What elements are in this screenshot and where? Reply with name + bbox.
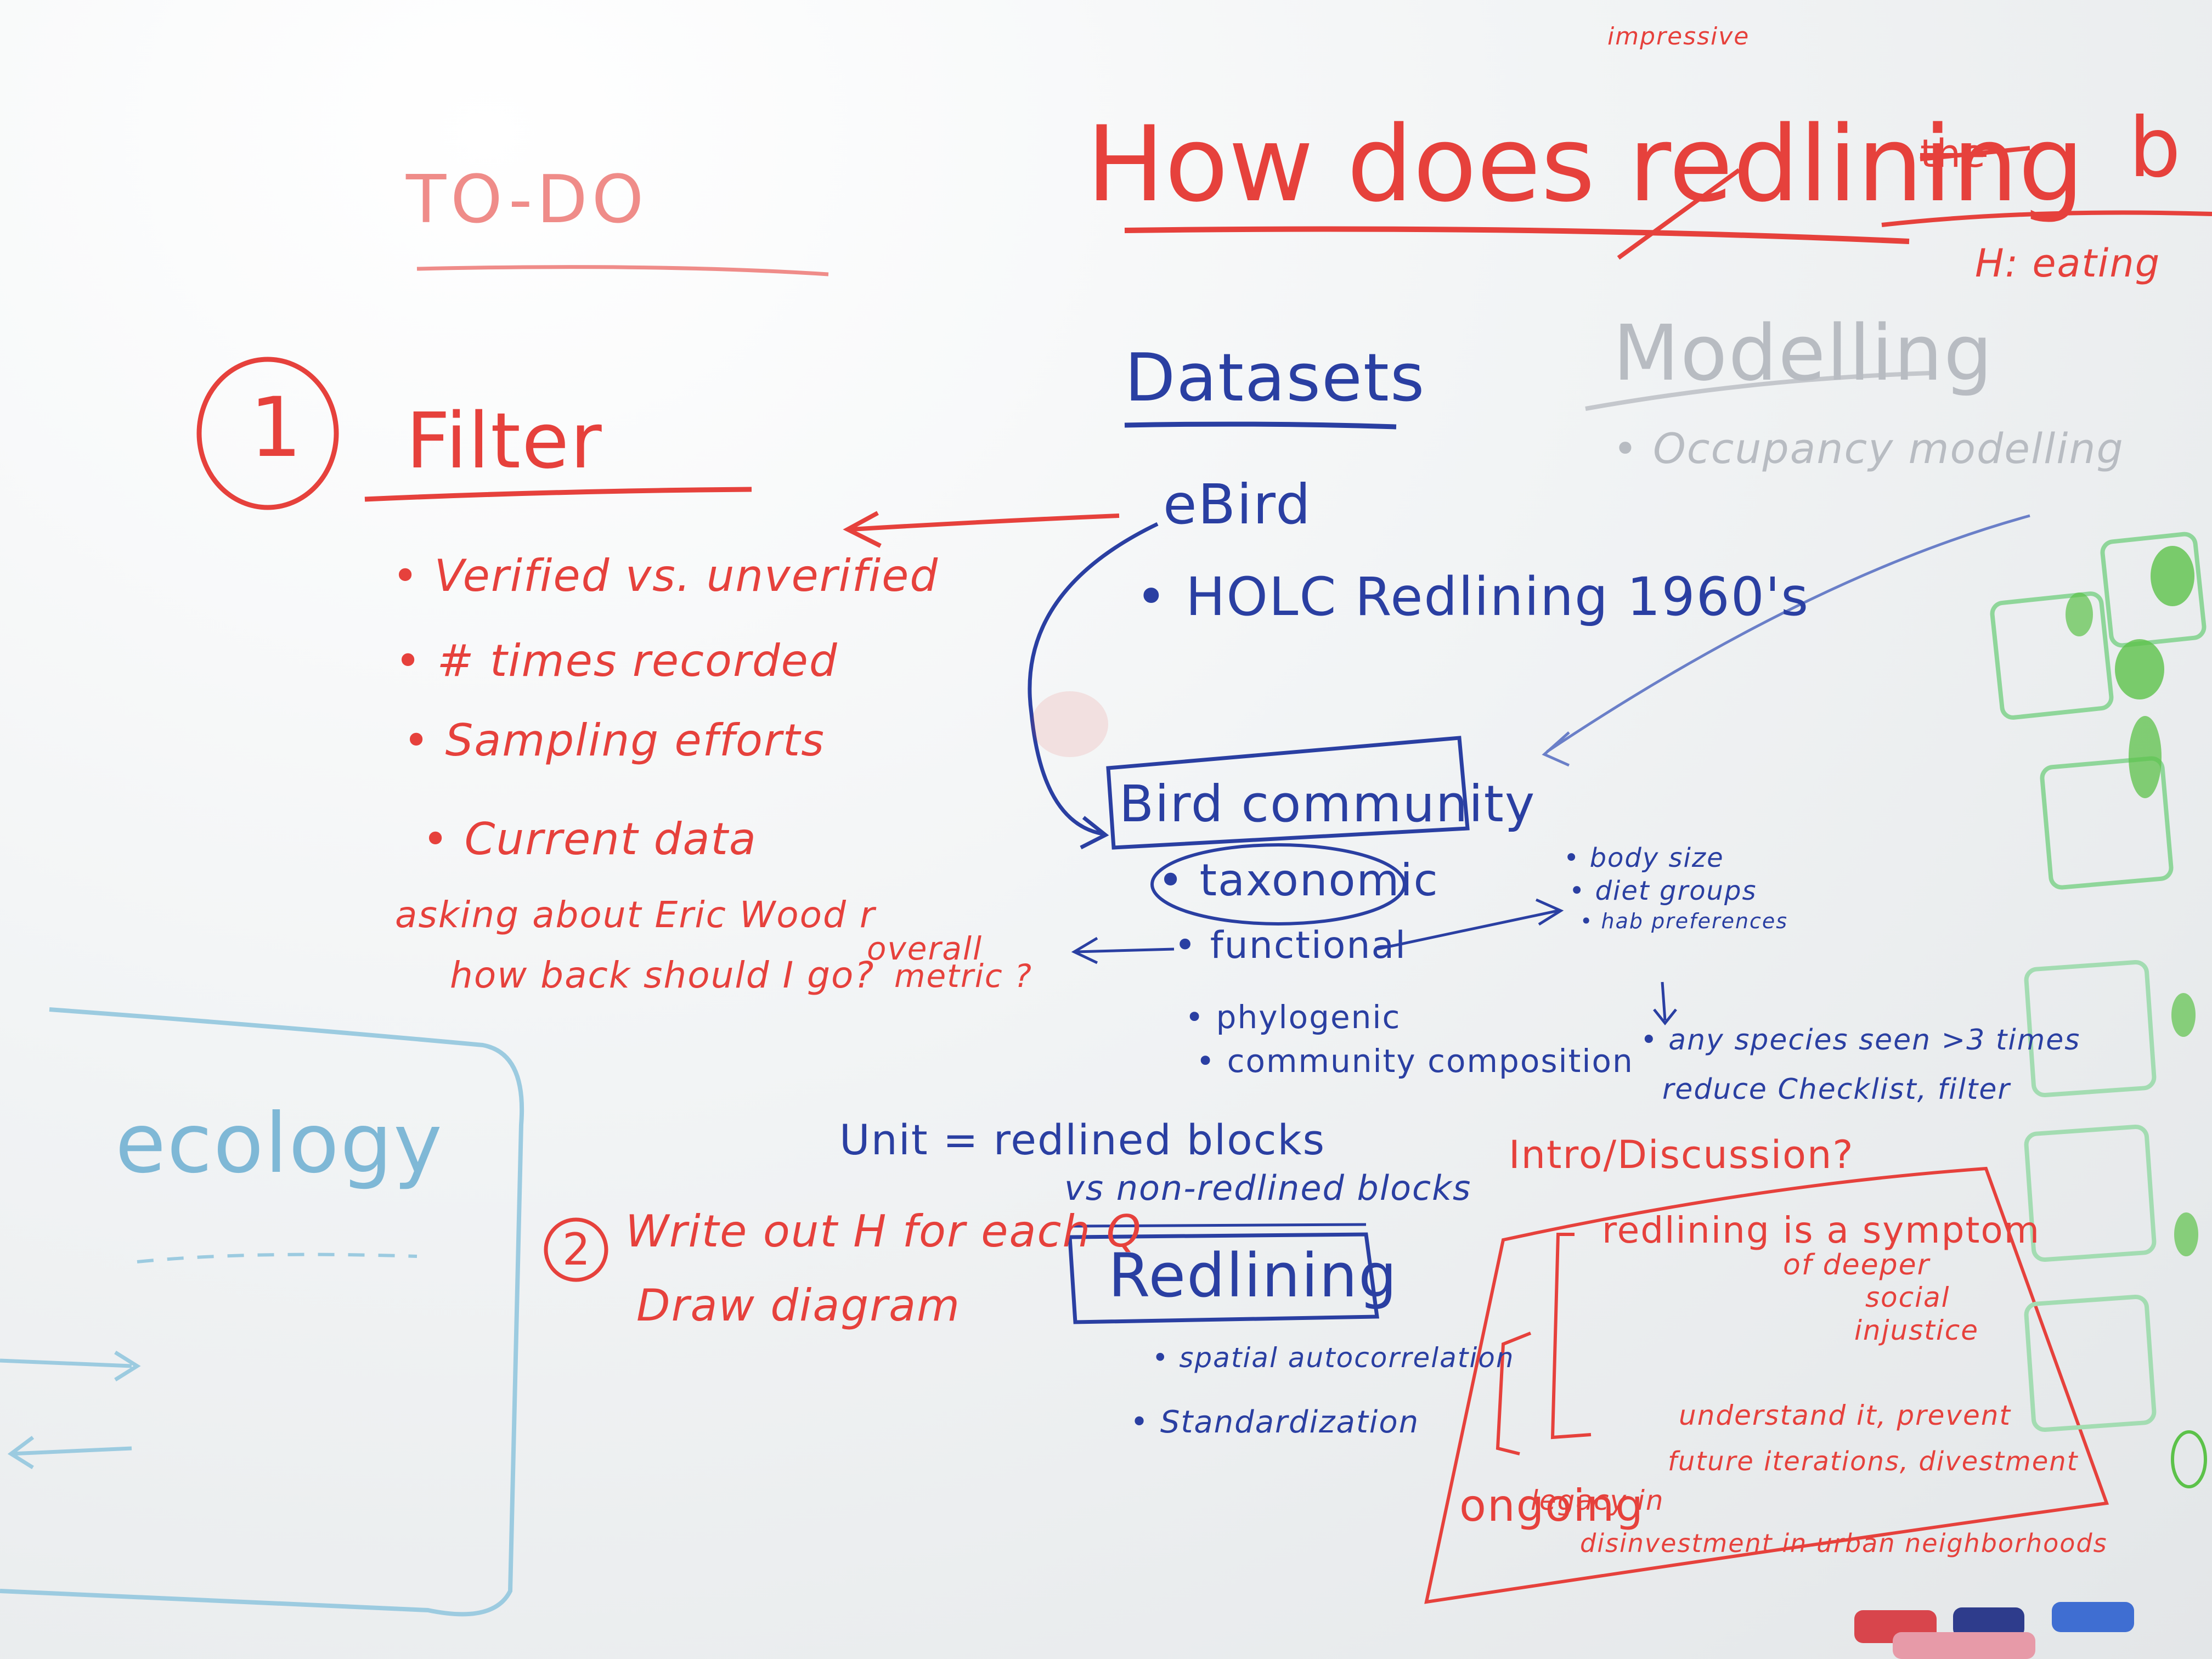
sticky-note-icon [2100, 532, 2207, 648]
community-item: • phylogenic [1185, 998, 1401, 1036]
arrow-left-icon [1075, 947, 1175, 953]
bird-community-box [1106, 736, 1470, 850]
asking-note: how back should I go? [450, 954, 875, 996]
title-cut-word: b [2129, 100, 2182, 196]
intro-line: of deeper [1783, 1249, 1931, 1282]
datasets-heading: Datasets [1125, 340, 1426, 416]
intro-heading: Intro/Discussion? [1509, 1132, 1854, 1177]
unit-line: Unit = redlined blocks [839, 1115, 1326, 1164]
intro-discussion-box [1424, 1166, 2109, 1604]
step2-circle [544, 1217, 608, 1282]
title-strike [1617, 168, 1741, 260]
asking-note: asking about Eric Wood r [395, 894, 876, 936]
community-item: • functional [1174, 924, 1407, 967]
sticky-note-icon [2024, 1294, 2157, 1432]
overall-metric: metric ? [894, 957, 1032, 995]
overall-metric: overall [867, 930, 983, 967]
title-underline-right [1881, 210, 2212, 227]
hypothesis-cut: H: eating [1975, 241, 2161, 286]
curved-arrow-icon [1028, 522, 1159, 836]
step1-circle [196, 357, 339, 510]
sticky-note-icon [2040, 756, 2174, 890]
intro-line: disinvestment in urban neighborhoods [1580, 1528, 2108, 1558]
intro-line: injustice [1854, 1314, 1979, 1346]
datasets-underline [1124, 421, 1397, 430]
intro-line: redlining is a symptom [1602, 1209, 2041, 1251]
modelling-item: • Occupancy modelling [1613, 424, 2124, 473]
unit-line: vs non-redlined blocks [1064, 1168, 1472, 1208]
step2-number: 2 [562, 1224, 591, 1275]
filter-heading: Filter [406, 397, 603, 486]
step2-line: Draw diagram [636, 1280, 961, 1331]
curved-arrow-icon [1546, 514, 2030, 753]
step1-number: 1 [250, 380, 303, 476]
word-strike [1920, 146, 2030, 161]
species-note: • any species seen >3 times [1640, 1024, 2081, 1057]
bracket-icon [1550, 1233, 1592, 1440]
filter-item: • Sampling efforts [403, 715, 825, 766]
species-note: reduce Checklist, filter [1662, 1073, 2011, 1106]
trait-item: • body size [1564, 843, 1724, 873]
dataset-item: • HOLC Redlining 1960's [1136, 566, 1810, 628]
taxonomic-circle [1150, 843, 1406, 926]
redlining-label: Redlining [1108, 1240, 1398, 1311]
community-item: • community composition [1196, 1042, 1634, 1080]
bracket-icon [1496, 1331, 1532, 1455]
arrow-left-icon [850, 514, 1120, 532]
todo-heading: TO-DO [406, 162, 648, 238]
sticky-note-icon [1990, 591, 2114, 720]
page-title: How does redlining [1086, 104, 2085, 225]
ongoing-label: ongoing [1459, 1480, 1645, 1531]
title-struck-word: the [1920, 131, 1987, 176]
ecology-label: ecology [115, 1096, 443, 1192]
sticky-note-icon [2024, 1124, 2157, 1262]
modelling-underline [1585, 371, 1932, 411]
todo-underline [416, 265, 829, 276]
redlining-item: • Standardization [1130, 1404, 1420, 1440]
marker-cap-pink [1893, 1632, 2035, 1659]
trait-item: • hab preferences [1580, 909, 1788, 933]
intro-line: legacy in [1531, 1485, 1664, 1516]
step2-line: Write out H for each Q [625, 1206, 1142, 1257]
redlining-box [1068, 1232, 1379, 1324]
intro-line: future iterations, divestment [1668, 1446, 2079, 1477]
filter-item: • Current data [422, 814, 757, 865]
marker-cap-blue [2052, 1602, 2134, 1632]
filter-underline [364, 487, 752, 502]
intro-line: understand it, prevent [1679, 1400, 2012, 1431]
trait-item: • diet groups [1569, 876, 1757, 906]
intro-line: social [1865, 1282, 1950, 1313]
dataset-item: eBird [1163, 472, 1312, 537]
ecology-box [0, 1007, 524, 1617]
title-underline [1124, 226, 1910, 244]
arrow-right-icon [1376, 909, 1559, 951]
filter-item: • # times recorded [395, 635, 838, 686]
redlining-item: • spatial autocorrelation [1152, 1342, 1515, 1374]
filter-item: • Verified vs. unverified [392, 550, 939, 601]
sticky-note-icon [2024, 960, 2157, 1098]
bird-community-label: Bird community [1119, 775, 1536, 833]
title-insert: impressive [1607, 22, 1750, 50]
community-item: • taxonomic [1158, 855, 1439, 906]
modelling-heading: Modelling [1613, 309, 1994, 398]
